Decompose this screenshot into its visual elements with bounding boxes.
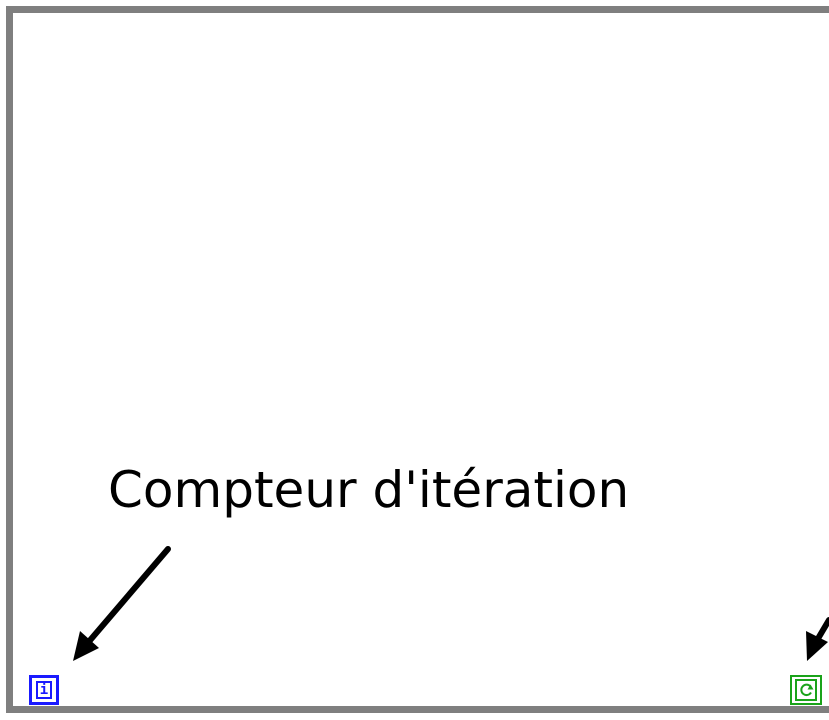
loop-condition-icon xyxy=(795,679,817,701)
iteration-counter-icon: i xyxy=(36,681,52,699)
while-loop-structure xyxy=(6,6,829,713)
iteration-terminal[interactable]: i xyxy=(29,675,59,705)
iteration-counter-label: Compteur d'itération xyxy=(108,461,630,519)
loop-condition-terminal[interactable] xyxy=(790,675,822,705)
